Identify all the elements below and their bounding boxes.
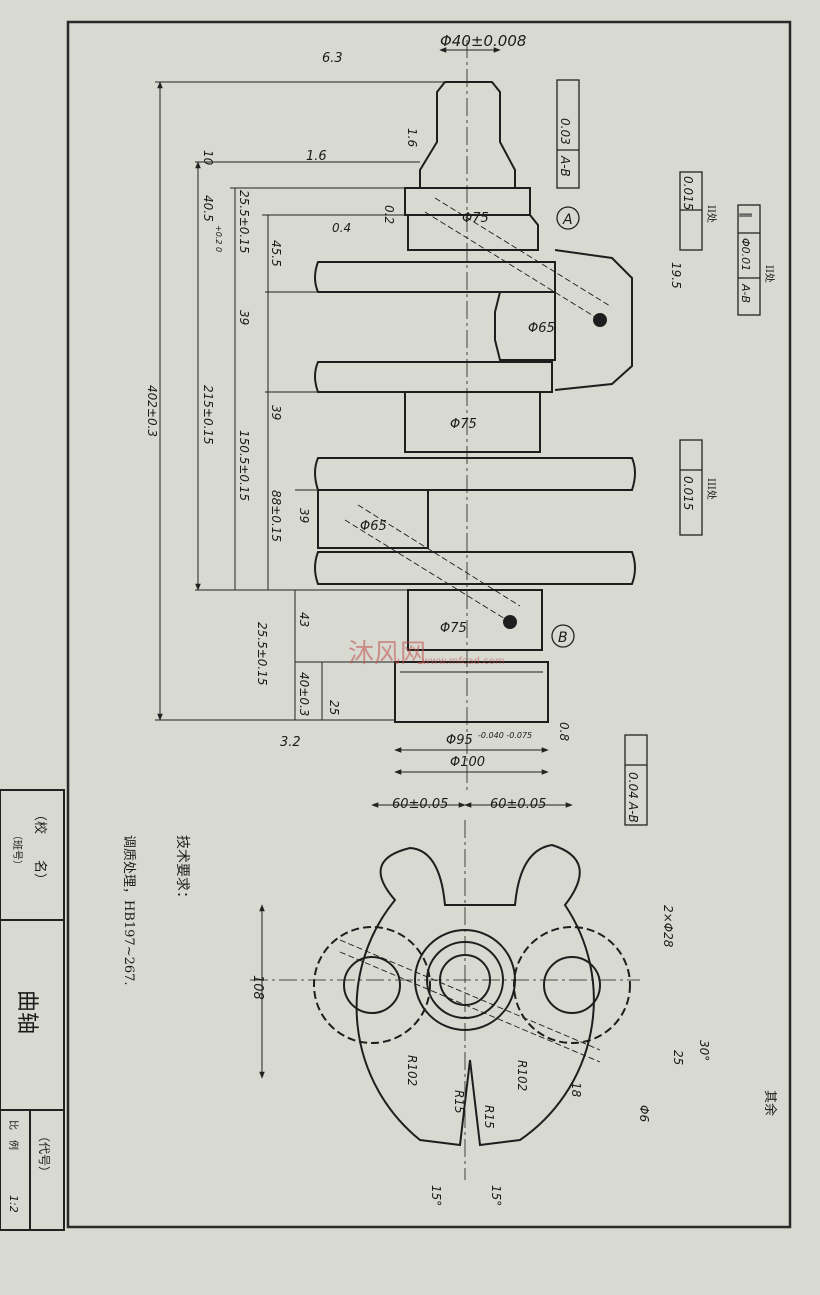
- phi100-label: Φ100: [450, 755, 485, 770]
- technical-requirements: 技术要求： 调质处理，HB197~267. 其余: [121, 835, 778, 1116]
- r102-label-2: R102: [515, 1060, 529, 1091]
- class-number: （班号）: [11, 830, 23, 870]
- roughness-32-label: 3.2: [280, 735, 301, 750]
- front-view-dimension-lines: [155, 47, 549, 775]
- phi95-label: Φ95: [446, 733, 473, 748]
- dim-39-label-2: 39: [269, 405, 283, 420]
- dim-45-5-label: 45.5: [269, 240, 283, 267]
- dim-60-label-1: 60±0.05: [392, 797, 448, 812]
- angle-15-label-2: 15°: [489, 1185, 503, 1206]
- side-view-labels: 60±0.05 60±0.05 108 2×Φ28 R102 R102 R15 …: [250, 797, 711, 1206]
- roughness-02-label: 0.2: [382, 205, 396, 224]
- note-II: II处: [705, 205, 717, 223]
- tech-req-title: 技术要求：: [174, 835, 190, 905]
- tolerance-frames: [551, 79, 761, 826]
- runout-tolerance-value: 0.03: [558, 118, 572, 145]
- roughness-04-label: 0.4: [332, 221, 351, 235]
- dim-10-label: 10: [201, 150, 215, 166]
- drawing-number: （代号）: [37, 1130, 51, 1178]
- runout-value-2: 0.04: [626, 772, 640, 799]
- note-II-2: II处: [763, 265, 775, 283]
- dim-60-label-2: 60±0.05: [490, 797, 546, 812]
- dim-40-label: 40±0.3: [297, 672, 311, 716]
- dim-25-5-label: 25.5±0.15: [237, 190, 251, 254]
- watermark-url: www.mfcad.com: [422, 656, 505, 667]
- phi75-label-2: Φ75: [450, 417, 477, 432]
- school-name: （校 名）: [32, 808, 48, 886]
- dim-25-side-label: 25: [671, 1050, 685, 1065]
- dim-19-5-label: 19.5: [669, 262, 683, 289]
- dim-39-label-3: 39: [297, 508, 311, 523]
- r15-label-1: R15: [452, 1090, 466, 1114]
- scale-label: 比 例: [7, 1120, 20, 1150]
- parallelism-symbol: ∥: [738, 212, 753, 219]
- side-view-dimension-lines: [259, 802, 573, 1079]
- side-view: [250, 820, 640, 1180]
- phi95-tol: -0.040 -0.075: [478, 731, 532, 740]
- front-view-labels: Φ40±0.008 6.3 1.6 1.6 10 25.5±0.15 40.5 …: [145, 32, 775, 823]
- r15-label-2: R15: [482, 1105, 496, 1129]
- front-view: [314, 40, 636, 790]
- datum-a-label: A: [562, 212, 573, 228]
- roughness-08-label: 0.8: [557, 722, 571, 741]
- note-III: III处: [705, 478, 717, 500]
- drawing-frame: [66, 20, 792, 1229]
- dim-40-5-tol: +0.2 0: [214, 225, 223, 252]
- phi75-label-1: Φ75: [462, 211, 489, 226]
- roughness-16-label: 1.6: [405, 128, 419, 147]
- parallelism-datum: A-B: [739, 283, 752, 303]
- dim-25-5-label-2: 25.5±0.15: [255, 622, 269, 686]
- phi75-label-3: Φ75: [440, 621, 467, 636]
- title-block-text: （校 名） （班号） 曲轴 （代号） 比 例 1:2: [7, 808, 51, 1213]
- datum-b-label: B: [558, 630, 568, 646]
- dim-25-label: 25: [327, 700, 341, 715]
- parallelism-value: Φ0.01: [739, 238, 752, 271]
- phi6-label: Φ6: [637, 1105, 651, 1122]
- angle-30-label: 30°: [697, 1040, 711, 1061]
- scale-value: 1:2: [7, 1195, 20, 1213]
- dim-18-label: 18: [569, 1082, 583, 1098]
- tech-req-text: 调质处理，HB197~267.: [121, 835, 136, 986]
- cylindricity-value-1: 0.015: [681, 176, 695, 210]
- r102-label-1: R102: [405, 1055, 419, 1086]
- dim-108-label: 108: [250, 975, 265, 1000]
- angle-15-label-1: 15°: [429, 1185, 443, 1206]
- runout-datum-ref: A-B: [558, 155, 572, 177]
- roughness-16-label-2: 1.6: [306, 149, 327, 164]
- dim-43-label: 43: [297, 612, 311, 627]
- dim-402-label: 402±0.3: [145, 385, 159, 437]
- phi65-label-2: Φ65: [360, 519, 387, 534]
- roughness-63-label: 6.3: [322, 51, 343, 66]
- dim-215-label: 215±0.15: [201, 385, 215, 445]
- general-roughness-note: 其余: [762, 1090, 778, 1116]
- dim-150-5-label: 150.5±0.15: [237, 430, 251, 501]
- dim-40-5-label: 40.5: [201, 195, 215, 222]
- runout-datum-2: A-B: [626, 801, 640, 823]
- cylindricity-value-2: 0.015: [681, 476, 695, 510]
- title-block: [0, 789, 65, 1231]
- dim-88-label: 88±0.15: [269, 490, 283, 542]
- holes-label: 2×Φ28: [661, 905, 675, 948]
- watermark: 沐风网: [348, 639, 426, 669]
- phi65-label-1: Φ65: [528, 321, 555, 336]
- part-name-title: 曲轴: [14, 990, 39, 1034]
- dim-39-label-1: 39: [237, 310, 251, 325]
- top-diameter-label: Φ40±0.008: [440, 32, 526, 50]
